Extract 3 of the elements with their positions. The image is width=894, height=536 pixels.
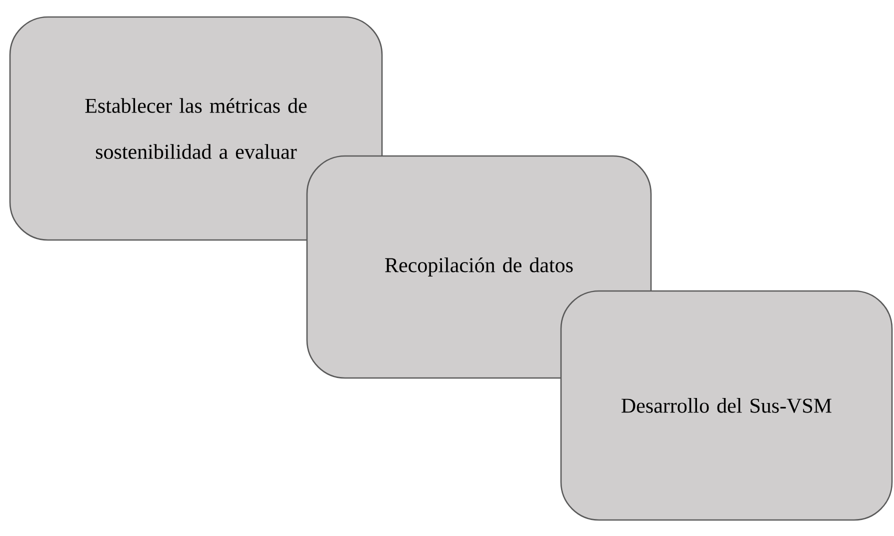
process-box: Desarrollo del Sus-VSM bbox=[560, 290, 893, 521]
process-box: Recopilación de datos bbox=[306, 155, 652, 379]
process-box: Establecer las métricas de sostenibilidad a evaluar bbox=[9, 16, 383, 241]
